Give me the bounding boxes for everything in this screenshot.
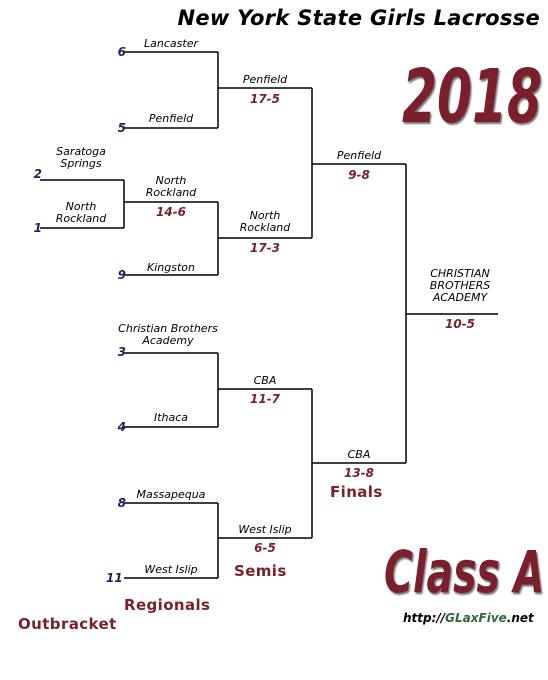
team-christian-brothers-academy: Christian Brothers Academy [118,322,218,347]
regional4-winner: West Islip [238,523,292,536]
page-title: New York State Girls Lacrosse [177,6,540,30]
seed-saratoga: 2 [33,167,42,181]
regional1-winner: Penfield [242,73,288,86]
round-label-outbracket: Outbracket [18,615,117,633]
seed-north-rockland: 1 [33,221,42,235]
semi1-winner: Penfield [336,149,382,162]
outbracket-score: 14-6 [155,205,187,219]
regional2-score: 17-3 [249,241,281,255]
round-label-regionals: Regionals [124,596,211,614]
website-prefix: http:// [403,611,446,625]
semi2-score: 13-8 [343,466,375,480]
seed-massapequa: 8 [117,496,126,510]
round-label-semis: Semis [234,562,287,580]
semi2-winner: CBA [347,448,371,461]
seed-west-islip: 11 [106,571,123,585]
class-label: Class A [384,538,545,606]
team-massapequa: Massapequa [136,488,206,501]
year-label: 2018 [402,54,543,140]
team-penfield: Penfield [148,112,194,125]
seed-lancaster: 6 [117,45,126,59]
seed-cba: 3 [117,345,126,359]
round-label-finals: Finals [330,483,383,501]
team-west-islip: West Islip [144,563,198,576]
website-brand: GLaxFive [445,611,507,625]
champion-name: CHRISTIAN BROTHERS ACADEMY [429,267,491,304]
website-suffix: .net [506,611,534,625]
website-url: http://GLaxFive.net [403,611,534,625]
team-lancaster: Lancaster [144,37,198,50]
champion-score: 10-5 [444,317,476,331]
team-north-rockland: North Rockland [55,200,107,225]
regional2-winner: North Rockland [239,209,291,234]
semi1-score: 9-8 [348,168,370,182]
regional3-score: 11-7 [249,392,281,406]
regional3-winner: CBA [253,374,277,387]
regional4-score: 6-5 [254,541,276,555]
seed-ithaca: 4 [117,420,126,434]
seed-kingston: 9 [117,268,126,282]
seed-penfield: 5 [117,121,126,135]
team-ithaca: Ithaca [153,411,189,424]
team-saratoga-springs: Saratoga Springs [56,145,106,170]
regional1-score: 17-5 [249,92,281,106]
team-kingston: Kingston [147,261,195,274]
outbracket-winner: North Rockland [145,174,197,199]
